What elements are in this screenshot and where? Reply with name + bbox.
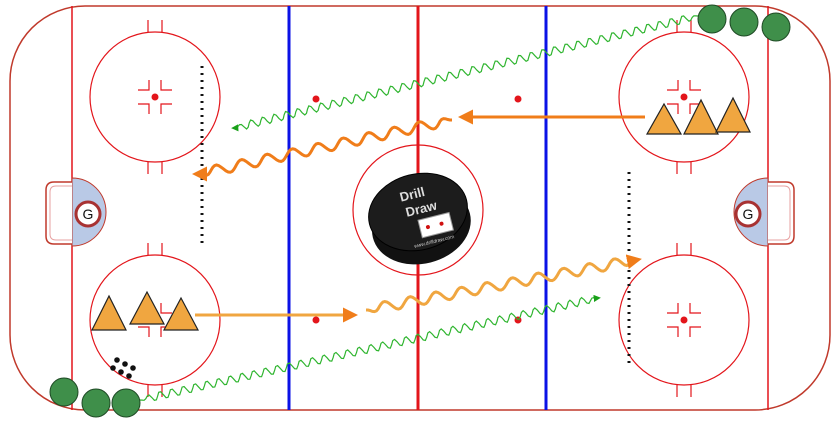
neutral-dot-top-left bbox=[313, 96, 320, 103]
neutral-dot-bottom-left bbox=[313, 317, 320, 324]
player-icon bbox=[112, 389, 140, 417]
player-icon bbox=[82, 389, 110, 417]
goalie-left-label: G bbox=[83, 206, 94, 222]
goalie-right-label: G bbox=[743, 206, 754, 222]
goalie-left: G bbox=[76, 202, 100, 226]
player-icon bbox=[762, 13, 790, 41]
player-icon bbox=[730, 8, 758, 36]
player-icon bbox=[698, 5, 726, 33]
goalie-right: G bbox=[736, 202, 760, 226]
player-icon bbox=[50, 378, 78, 406]
neutral-dot-top-right bbox=[515, 96, 522, 103]
